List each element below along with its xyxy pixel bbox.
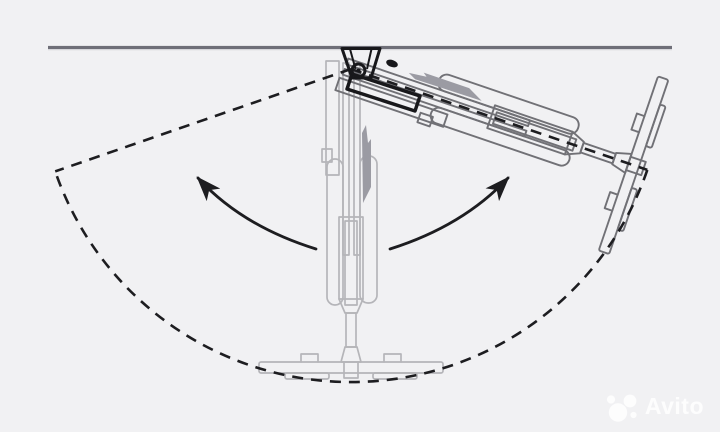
swing-arrow-left bbox=[196, 176, 318, 251]
swing-radius-right bbox=[350, 67, 648, 172]
rail-clamp-icon bbox=[340, 47, 422, 113]
swing-arrow-right bbox=[388, 176, 510, 251]
pivot-bolt-icon bbox=[350, 62, 367, 79]
arm-knob-icon bbox=[386, 59, 398, 68]
stand-tilted-icon bbox=[312, 0, 676, 257]
swing-arc bbox=[53, 169, 649, 384]
swing-radius-left bbox=[54, 67, 352, 173]
arm-bracket-icon bbox=[345, 72, 422, 113]
